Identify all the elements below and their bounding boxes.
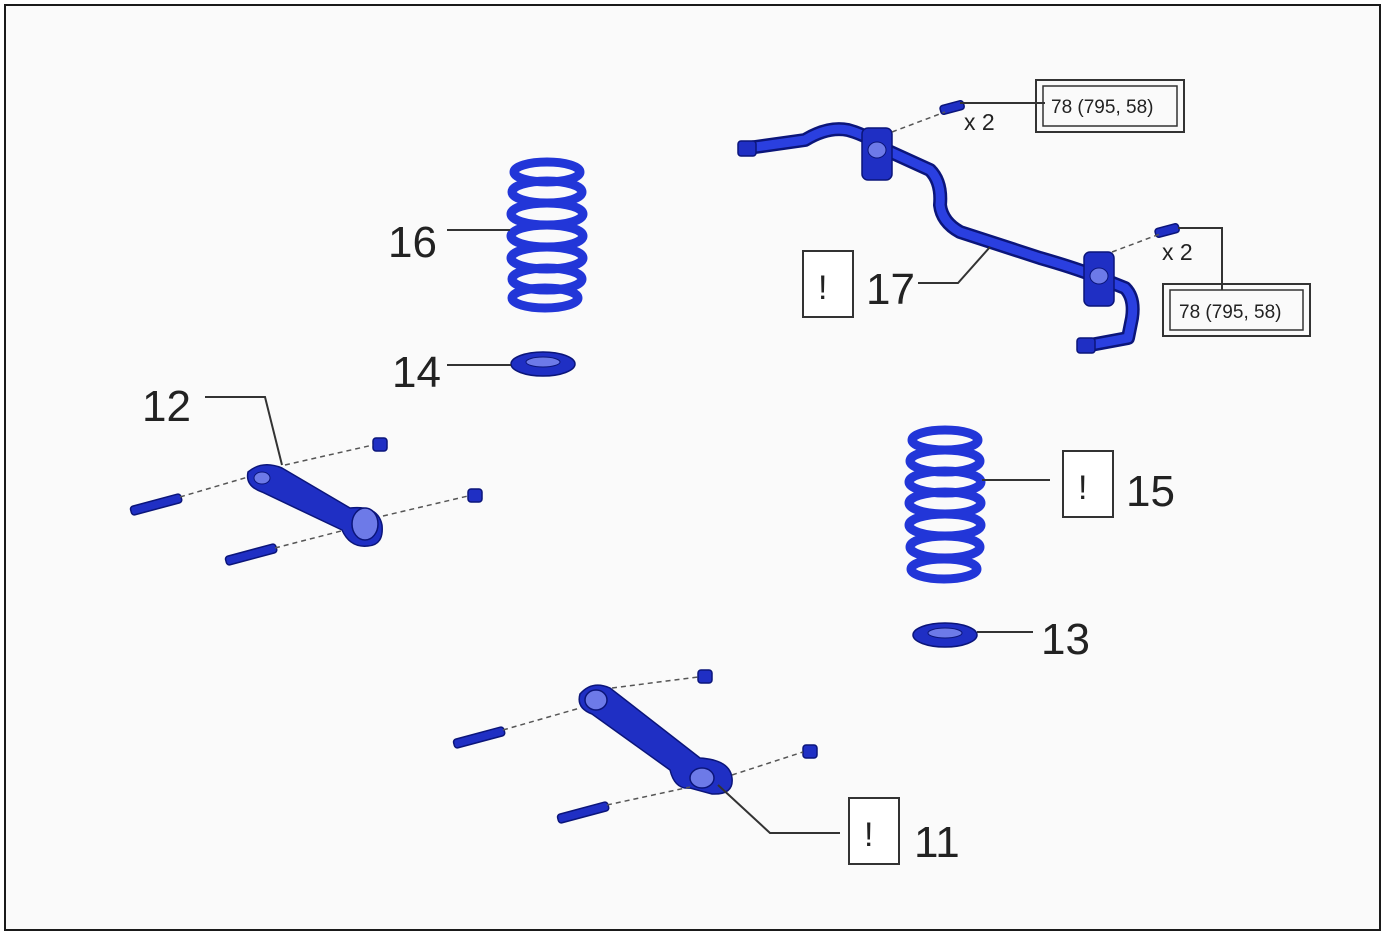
torque-value-2: 78 (795, 58) xyxy=(1179,302,1281,323)
lower-arm-12 xyxy=(129,437,483,566)
part-number-11: 11 xyxy=(914,818,960,867)
stabilizer-bar-17 xyxy=(737,99,1180,354)
part-number-16: 16 xyxy=(388,218,437,267)
coil-spring-15 xyxy=(904,425,986,584)
part-number-14: 14 xyxy=(392,348,441,397)
part-number-12: 12 xyxy=(142,382,191,431)
part-number-13: 13 xyxy=(1041,615,1090,664)
lower-arm-11 xyxy=(452,669,818,824)
notice-icon: ! xyxy=(1078,469,1087,507)
notice-box-11: ! xyxy=(848,797,900,865)
torque-spec-box-1: 78 (795, 58) xyxy=(1035,79,1185,133)
part-number-15: 15 xyxy=(1126,467,1175,516)
notice-icon: ! xyxy=(864,816,873,854)
spring-insulator-13 xyxy=(912,622,978,648)
quantity-label-1: x 2 xyxy=(964,109,995,135)
torque-spec-box-2: 78 (795, 58) xyxy=(1162,283,1311,337)
part-number-17: 17 xyxy=(866,265,915,314)
coil-spring-16 xyxy=(506,157,588,313)
notice-box-15: ! xyxy=(1062,450,1114,518)
notice-box-17: ! xyxy=(802,250,854,318)
quantity-label-2: x 2 xyxy=(1162,239,1193,265)
spring-insulator-14 xyxy=(510,351,576,377)
torque-value-1: 78 (795, 58) xyxy=(1051,97,1153,118)
notice-icon: ! xyxy=(818,269,827,307)
